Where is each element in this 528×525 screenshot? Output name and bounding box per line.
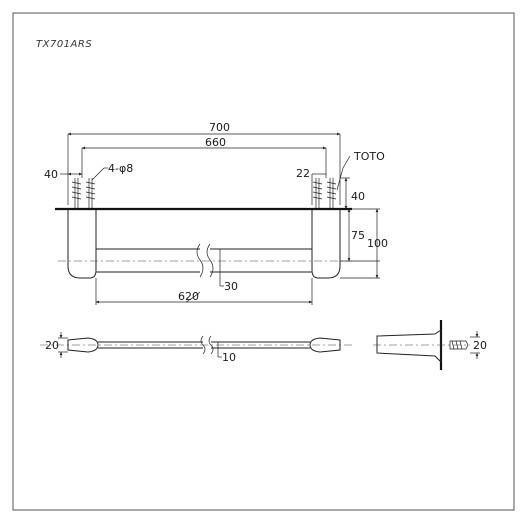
dim-wall-to-front: 100 xyxy=(367,237,388,250)
toto-leader xyxy=(336,155,351,191)
side-screw xyxy=(449,340,469,350)
left-screw-anchors xyxy=(71,178,96,209)
dim-wall-to-top: 40 xyxy=(351,190,365,203)
bar-break-right xyxy=(206,243,214,278)
dim-screws: 4-φ8 xyxy=(108,162,133,175)
dim-top-depth: 20 xyxy=(45,339,59,352)
side-view: 20 xyxy=(373,320,487,370)
dim-overall-length: 700 xyxy=(209,121,230,134)
left-bracket xyxy=(67,209,97,279)
dim-bracket-offset: 22 xyxy=(296,167,310,180)
brand-label: TOTO xyxy=(353,150,385,163)
dim-mount-centers: 660 xyxy=(205,136,226,149)
bar-break-left xyxy=(196,243,204,278)
top-left-cap xyxy=(67,337,99,353)
sheet-border xyxy=(12,12,515,511)
dim-wall-to-bar: 75 xyxy=(351,229,365,242)
dim-left-offset: 40 xyxy=(44,168,58,181)
screw-leader xyxy=(91,167,105,181)
top-right-cap xyxy=(309,337,341,353)
right-screw-anchors xyxy=(312,178,337,209)
top-view: 20 10 xyxy=(40,332,352,364)
dim-bar-diameter: 30 xyxy=(224,280,238,293)
front-view: 700 660 40 4-φ8 22 TOTO 40 75 100 xyxy=(44,121,388,305)
model-title: TX701ARS xyxy=(36,39,92,50)
dim-top-bar: 10 xyxy=(222,351,236,364)
side-bracket xyxy=(376,329,442,364)
right-bracket xyxy=(311,209,341,279)
dim-side-depth: 20 xyxy=(473,339,487,352)
dim-bar-length: 620 xyxy=(178,290,199,303)
